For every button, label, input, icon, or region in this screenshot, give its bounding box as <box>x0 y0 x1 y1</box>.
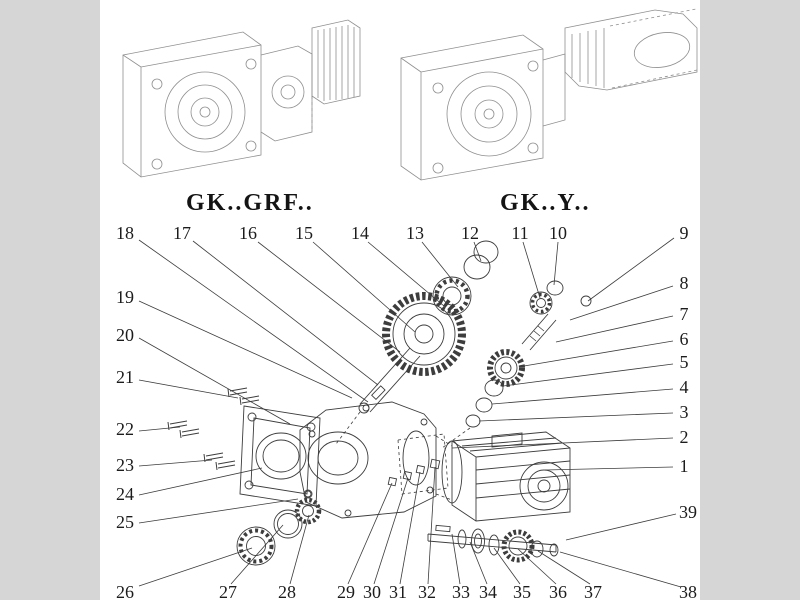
output-gear-stack <box>358 240 499 414</box>
callout-number-39: 39 <box>679 502 697 522</box>
callout-number-19: 19 <box>116 287 134 307</box>
callout-number-22: 22 <box>116 419 134 439</box>
motor <box>441 431 571 522</box>
callout-number-7: 7 <box>680 304 689 324</box>
callout-number-38: 38 <box>679 582 697 600</box>
callout-number-5: 5 <box>680 352 689 372</box>
callout-number-23: 23 <box>116 455 134 475</box>
callout-number-16: 16 <box>239 223 257 243</box>
callout-number-8: 8 <box>680 273 689 293</box>
input-pinion-stack <box>465 280 592 428</box>
callout-number-36: 36 <box>549 582 567 600</box>
callout-number-33: 33 <box>452 582 470 600</box>
variant-label-gkgrf: GK..GRF.. <box>186 190 314 216</box>
leader-line-6 <box>523 340 674 367</box>
callout-number-9: 9 <box>680 223 689 243</box>
leader-line-20 <box>138 337 291 425</box>
callout-number-20: 20 <box>116 325 134 345</box>
callout-number-26: 26 <box>116 582 134 600</box>
leader-line-13 <box>421 241 459 288</box>
callout-number-2: 2 <box>680 427 689 447</box>
leader-line-11 <box>522 241 541 299</box>
leader-line-21 <box>138 379 239 399</box>
callout-number-27: 27 <box>219 582 237 600</box>
leader-line-33 <box>451 533 461 585</box>
leader-line-28 <box>289 514 310 585</box>
callout-number-18: 18 <box>116 223 134 243</box>
callout-number-25: 25 <box>116 512 134 532</box>
callout-number-13: 13 <box>406 223 424 243</box>
leader-line-32 <box>427 466 436 585</box>
assembled-view-gkgrf <box>122 19 361 178</box>
leader-line-29 <box>347 482 393 585</box>
callout-number-37: 37 <box>584 582 602 600</box>
leader-line-9 <box>587 237 675 302</box>
callout-number-3: 3 <box>680 402 689 422</box>
callout-number-15: 15 <box>295 223 313 243</box>
callout-number-30: 30 <box>363 582 381 600</box>
callout-number-14: 14 <box>351 223 369 243</box>
assembled-view-gky <box>400 8 698 181</box>
variant-label-gky: GK..Y.. <box>500 190 591 216</box>
leader-line-4 <box>491 388 674 405</box>
leader-line-18 <box>138 239 369 403</box>
callout-number-17: 17 <box>173 223 191 243</box>
callout-number-11: 11 <box>511 223 528 243</box>
leader-line-19 <box>138 300 353 399</box>
leader-line-5 <box>502 363 674 387</box>
callout-number-10: 10 <box>549 223 567 243</box>
leader-line-25 <box>138 498 299 524</box>
callout-number-29: 29 <box>337 582 355 600</box>
assembly-guide-lines <box>335 411 471 501</box>
leader-line-36 <box>517 548 557 585</box>
leader-line-8 <box>569 285 674 321</box>
leader-line-1 <box>544 466 674 471</box>
callout-number-31: 31 <box>389 582 407 600</box>
leader-line-35 <box>493 547 521 585</box>
leader-line-14 <box>367 241 445 307</box>
leader-line-26 <box>138 547 253 587</box>
leader-line-3 <box>478 412 674 422</box>
leader-line-31 <box>399 471 421 585</box>
leader-line-10 <box>553 241 559 286</box>
leader-line-23 <box>138 459 213 467</box>
callout-number-4: 4 <box>680 377 689 397</box>
callout-number-12: 12 <box>461 223 479 243</box>
callout-number-6: 6 <box>680 329 689 349</box>
callout-number-28: 28 <box>278 582 296 600</box>
callout-number-32: 32 <box>418 582 436 600</box>
output-shaft-assembly <box>427 524 559 563</box>
callout-number-34: 34 <box>479 582 497 600</box>
seal-bearing-stack <box>236 497 322 566</box>
gear-housing <box>299 401 437 519</box>
fastener-row <box>387 458 441 487</box>
leader-line-24 <box>138 467 263 496</box>
leader-line-22 <box>138 426 181 432</box>
leader-line-12 <box>473 241 482 262</box>
leader-line-2 <box>451 437 674 449</box>
leader-line-17 <box>192 240 379 386</box>
leader-line-27 <box>230 524 284 585</box>
leader-line-30 <box>373 477 409 585</box>
leader-line-15 <box>312 241 416 333</box>
leader-line-38 <box>559 551 682 588</box>
callout-number-1: 1 <box>680 456 689 476</box>
exploded-view <box>167 240 592 566</box>
callout-number-21: 21 <box>116 367 134 387</box>
callout-number-35: 35 <box>513 582 531 600</box>
leader-line-16 <box>257 241 401 353</box>
leader-line-7 <box>555 315 674 343</box>
leader-line-39 <box>565 513 677 541</box>
leader-line-37 <box>537 550 591 585</box>
leader-line-34 <box>469 541 488 585</box>
callout-number-24: 24 <box>116 484 134 504</box>
